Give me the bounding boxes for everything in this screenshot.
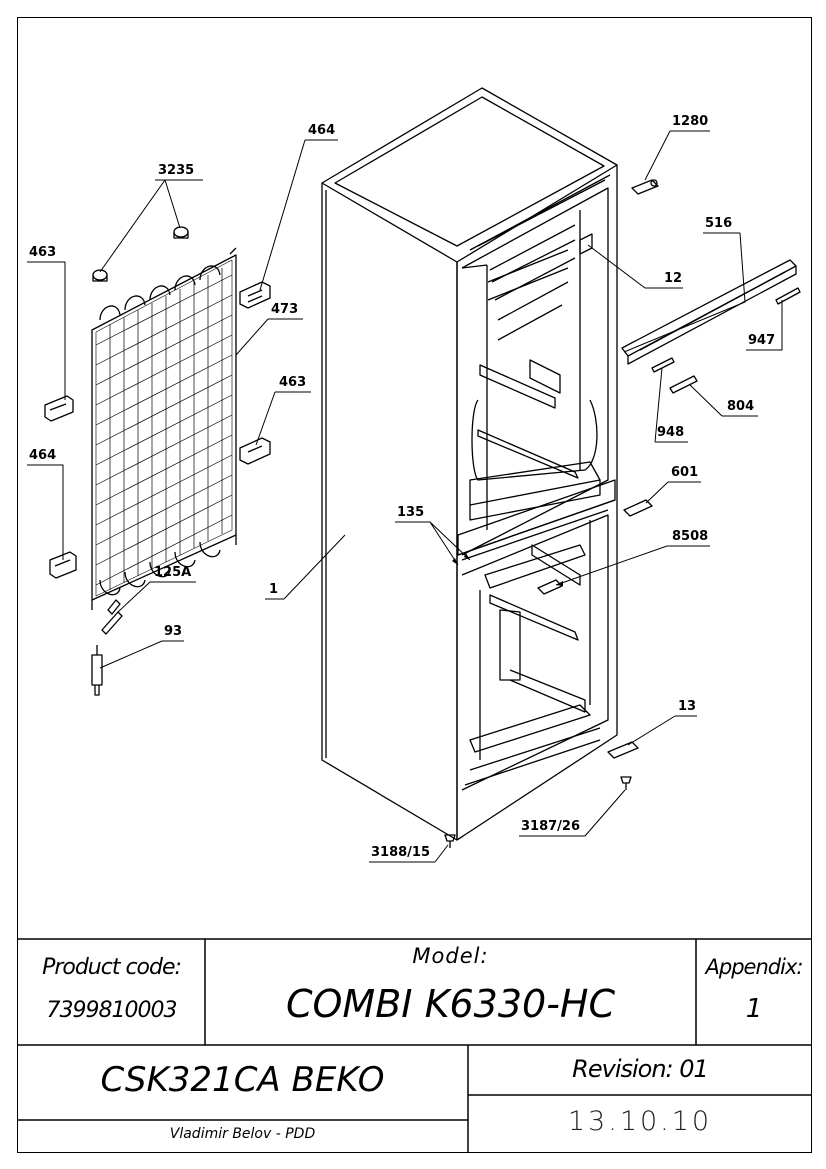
callout-3188-15: 3188/15: [371, 845, 430, 860]
appendix-value: 1: [745, 994, 763, 1024]
foot-3187: [620, 776, 632, 790]
callout-948: 948: [657, 425, 684, 440]
hinge-1280: [631, 179, 659, 195]
handle-516: [621, 259, 797, 365]
callout-1: 1: [269, 582, 278, 597]
callout-464-left: 464: [29, 448, 56, 463]
hinge-13: [607, 741, 639, 759]
part-8508: [537, 579, 563, 595]
callout-463-left: 463: [29, 245, 56, 260]
appendix-label: Appendix:: [705, 955, 804, 979]
cap-804: [669, 375, 698, 394]
cap-947: [775, 287, 801, 305]
callout-93: 93: [164, 624, 182, 639]
title-block-grid: [17, 938, 812, 1153]
cabinet-body: [321, 87, 618, 841]
callout-473: 473: [271, 302, 298, 317]
bracket-463-left: [44, 395, 74, 422]
author: Vladimir Belov - PDD: [169, 1126, 316, 1142]
foot-3188: [444, 834, 456, 848]
sheet-border: [17, 17, 812, 1153]
model-label: Model:: [412, 944, 489, 968]
product-code-label: Product code:: [42, 955, 182, 980]
clip-3235-b: [173, 226, 189, 239]
revision: Revision: 01: [572, 1055, 709, 1083]
callout-947: 947: [748, 333, 775, 348]
callout-1280: 1280: [672, 114, 708, 129]
product-code-value: 7399810003: [46, 998, 178, 1023]
callout-13: 13: [678, 699, 696, 714]
leader-lines: [27, 130, 783, 863]
bracket-463-right: [239, 437, 271, 465]
bracket-464-left: [49, 551, 77, 579]
callout-labels: 464 3235 463 473 463 464 125A 93 1 135 1…: [29, 114, 775, 860]
tube-125a: [101, 611, 123, 635]
callout-804: 804: [727, 399, 754, 414]
filter-drier-93: [91, 645, 103, 696]
model-value: COMBI K6330-HC: [285, 982, 616, 1026]
callout-516: 516: [705, 216, 732, 231]
callout-3187-26: 3187/26: [521, 819, 580, 834]
callout-8508: 8508: [672, 529, 708, 544]
brand-model: CSK321CA BEKO: [100, 1060, 385, 1100]
hinge-601: [623, 499, 653, 517]
callout-125a: 125A: [154, 565, 191, 580]
callout-464-top: 464: [308, 123, 335, 138]
callout-12: 12: [664, 271, 682, 286]
callout-463-right: 463: [279, 375, 306, 390]
callout-601: 601: [671, 465, 698, 480]
hinge-12: [579, 233, 593, 255]
clip-3235-a: [92, 269, 108, 282]
condenser-coil: [91, 247, 237, 615]
leader-arrows: [452, 553, 563, 586]
cap-948: [651, 357, 675, 373]
callout-3235: 3235: [158, 163, 194, 178]
revision-date: 13.10.10: [567, 1106, 713, 1137]
callout-135: 135: [397, 505, 424, 520]
bracket-464-top: [239, 281, 271, 309]
